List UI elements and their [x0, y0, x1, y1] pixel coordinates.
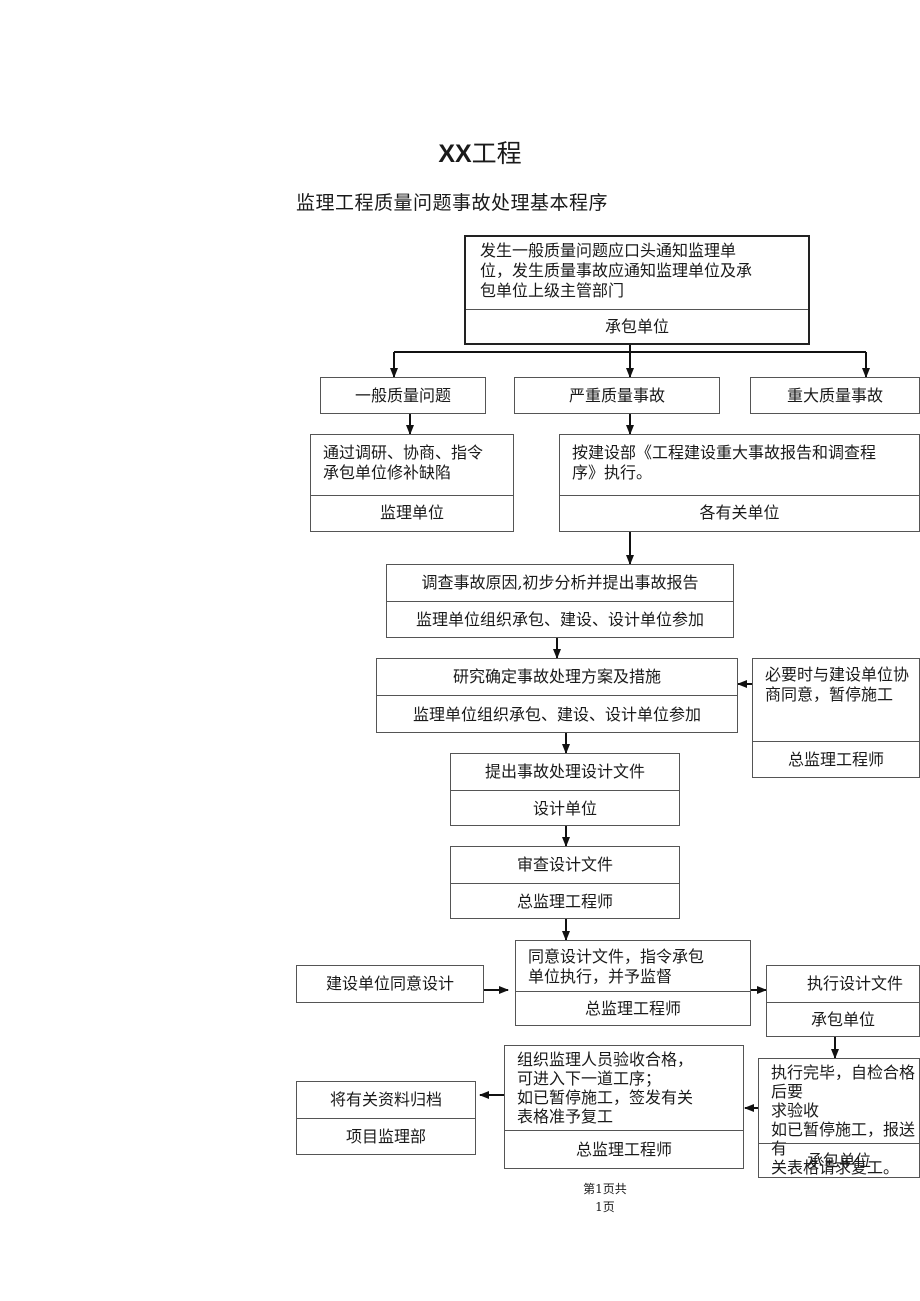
approve-owner: 总监理工程师 — [516, 991, 750, 1025]
archive-box: 将有关资料归档 项目监理部 — [296, 1081, 476, 1155]
plan-text: 研究确定事故处理方案及措施 — [452, 667, 661, 686]
repair-text: 通过调研、协商、指令 承包单位修补缺陷 — [323, 443, 484, 482]
repair-box: 通过调研、协商、指令 承包单位修补缺陷 监理单位 — [310, 434, 514, 532]
suspend-text: 必要时与建设单位协 商同意，暂停施工 — [765, 665, 910, 704]
plan-owner: 监理单位组织承包、建设、设计单位参加 — [377, 695, 737, 732]
design-doc-text: 提出事故处理设计文件 — [484, 762, 645, 781]
acceptance-box: 组织监理人员验收合格， 可进入下一道工序； 如已暂停施工，签发有关 表格准予复工… — [504, 1045, 744, 1169]
serious-accident-box: 严重质量事故 — [514, 377, 720, 414]
owner-agree-label: 建设单位同意设计 — [325, 974, 454, 993]
completion-text: 执行完毕，自检合格后要 求验收 如已暂停施工，报送有 关表格请求复工。 — [771, 1063, 916, 1177]
repair-owner: 监理单位 — [311, 495, 513, 531]
general-issue-box: 一般质量问题 — [320, 377, 486, 414]
regulation-text: 按建设部《工程建设重大事故报告和调查程 序》执行。 — [572, 443, 877, 482]
plan-box: 研究确定事故处理方案及措施 监理单位组织承包、建设、设计单位参加 — [376, 658, 738, 733]
execute-box: 执行设计文件 承包单位 — [766, 965, 920, 1037]
completion-box: 执行完毕，自检合格后要 求验收 如已暂停施工，报送有 关表格请求复工。 承包单位 — [758, 1058, 920, 1178]
approve-text: 同意设计文件，指令承包 单位执行，并予监督 — [528, 947, 705, 986]
execute-text: 执行设计文件 — [807, 974, 904, 993]
design-doc-box: 提出事故处理设计文件 设计单位 — [450, 753, 680, 826]
general-issue-label: 一般质量问题 — [354, 386, 451, 405]
report-owner: 承包单位 — [466, 309, 808, 343]
investigate-owner: 监理单位组织承包、建设、设计单位参加 — [387, 601, 733, 637]
completion-owner: 承包单位 — [759, 1143, 919, 1177]
investigate-text: 调查事故原因,初步分析并提出事故报告 — [421, 573, 699, 592]
suspend-owner: 总监理工程师 — [753, 741, 919, 777]
page-number: 第1页共 1页 — [560, 1180, 650, 1216]
investigate-box: 调查事故原因,初步分析并提出事故报告 监理单位组织承包、建设、设计单位参加 — [386, 564, 734, 638]
serious-accident-label: 严重质量事故 — [568, 386, 665, 405]
major-accident-label: 重大质量事故 — [786, 386, 883, 405]
page-title: XX工程 — [438, 139, 522, 168]
page-number-line1: 第1页共 — [583, 1182, 627, 1196]
execute-owner: 承包单位 — [767, 1002, 919, 1036]
review-owner: 总监理工程师 — [451, 883, 679, 918]
suspend-box: 必要时与建设单位协 商同意，暂停施工 总监理工程师 — [752, 658, 920, 778]
acceptance-owner: 总监理工程师 — [505, 1130, 743, 1168]
major-accident-box: 重大质量事故 — [750, 377, 920, 414]
page-number-line2: 1页 — [595, 1200, 615, 1214]
archive-owner: 项目监理部 — [297, 1118, 475, 1154]
report-box: 发生一般质量问题应口头通知监理单 位，发生质量事故应通知监理单位及承 包单位上级… — [464, 235, 810, 345]
design-doc-owner: 设计单位 — [451, 790, 679, 825]
regulation-owner: 各有关单位 — [560, 495, 919, 531]
acceptance-text: 组织监理人员验收合格， 可进入下一道工序； 如已暂停施工，签发有关 表格准予复工 — [517, 1050, 694, 1126]
report-text: 发生一般质量问题应口头通知监理单 位，发生质量事故应通知监理单位及承 包单位上级… — [480, 241, 753, 300]
page-subtitle: 监理工程质量问题事故处理基本程序 — [296, 192, 609, 214]
owner-agree-box: 建设单位同意设计 — [296, 965, 484, 1003]
review-box: 审查设计文件 总监理工程师 — [450, 846, 680, 919]
regulation-box: 按建设部《工程建设重大事故报告和调查程 序》执行。 各有关单位 — [559, 434, 920, 532]
approve-box: 同意设计文件，指令承包 单位执行，并予监督 总监理工程师 — [515, 940, 751, 1026]
review-text: 审查设计文件 — [516, 855, 613, 874]
archive-text: 将有关资料归档 — [329, 1090, 442, 1109]
